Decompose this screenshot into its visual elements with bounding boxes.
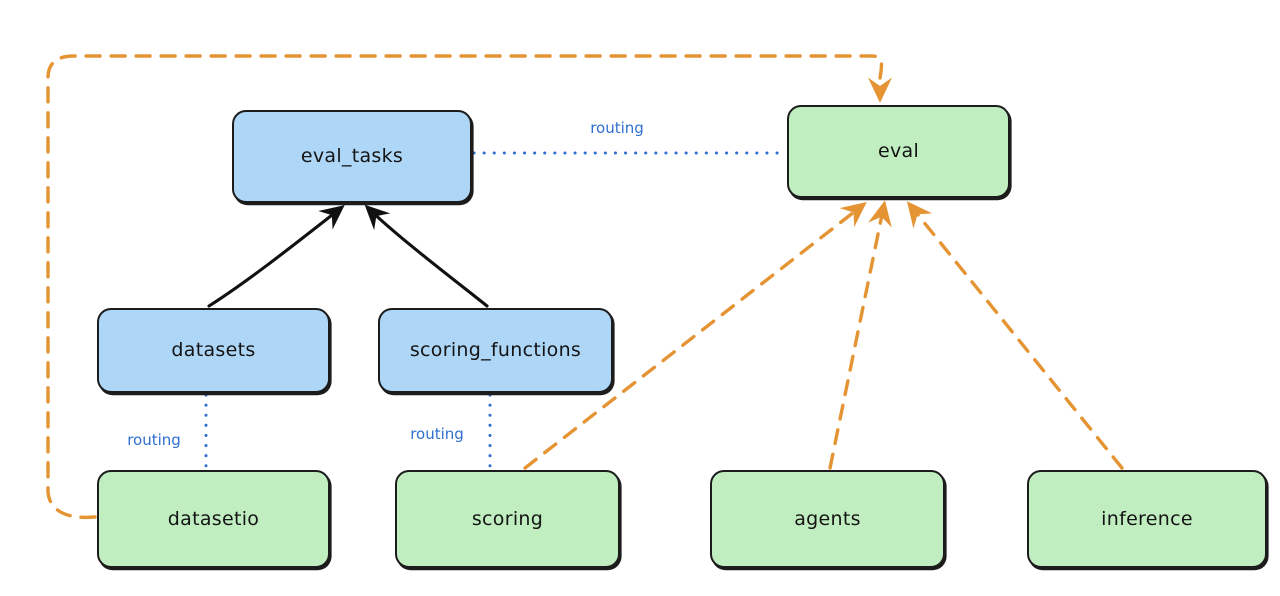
edge-datasetio-to-eval-dependency bbox=[46, 54, 893, 520]
node-label: datasets bbox=[171, 339, 256, 361]
node-scoring-functions[interactable]: scoring_functions bbox=[378, 308, 613, 393]
node-eval-tasks[interactable]: eval_tasks bbox=[232, 110, 472, 203]
node-inference[interactable]: inference bbox=[1027, 470, 1267, 568]
edge-label-routing-eval: routing bbox=[590, 119, 644, 137]
edge-inference-to-eval-dependency bbox=[906, 201, 1124, 470]
node-label: scoring bbox=[471, 507, 544, 530]
node-label: scoring_functions bbox=[409, 339, 582, 361]
edge-label-routing-datasetio: routing bbox=[127, 431, 181, 449]
edge-agents-to-eval-dependency bbox=[828, 200, 892, 470]
node-label: eval_tasks bbox=[300, 145, 404, 167]
node-datasets[interactable]: datasets bbox=[97, 308, 330, 393]
edge-datasets-to-eval-tasks bbox=[207, 205, 345, 308]
node-agents[interactable]: agents bbox=[710, 470, 945, 568]
node-label: eval bbox=[877, 140, 920, 162]
node-label: inference bbox=[1101, 507, 1193, 530]
node-label: agents bbox=[794, 507, 861, 530]
node-scoring[interactable]: scoring bbox=[395, 470, 620, 568]
edge-scoring-functions-to-eval-tasks bbox=[364, 204, 489, 308]
edge-scoring-to-eval-dependency bbox=[523, 202, 867, 470]
node-eval[interactable]: eval bbox=[787, 105, 1010, 198]
edge-label-routing-scoring: routing bbox=[410, 425, 464, 443]
node-label: datasetio bbox=[167, 507, 260, 530]
node-datasetio[interactable]: datasetio bbox=[97, 470, 330, 568]
